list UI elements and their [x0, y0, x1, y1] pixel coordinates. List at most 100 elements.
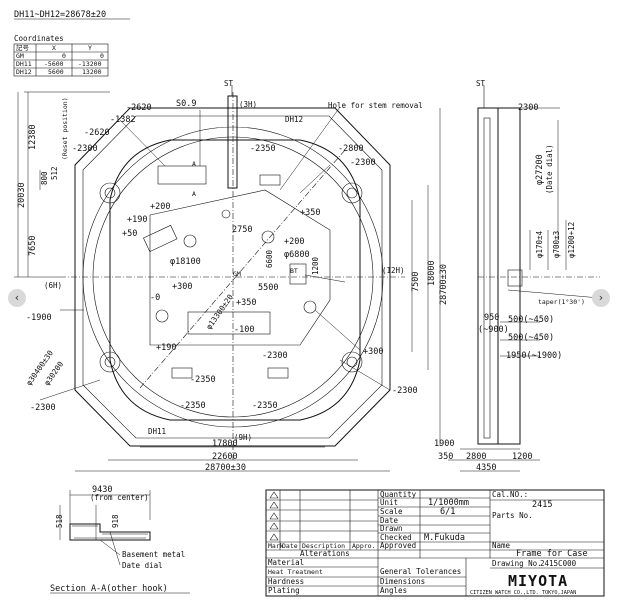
label-title_block-quantity: Quantity — [380, 490, 417, 499]
label-header-coords_rows-1-1: -5600 — [44, 60, 64, 68]
label-dims-s_2300: 2300 — [518, 103, 538, 113]
label-dims-d_5500: 5500 — [258, 283, 278, 293]
label-dims-d_2350b: -2350 — [190, 375, 216, 385]
label-main_labels-reset_pos: (Reset position) — [61, 97, 69, 160]
label-header-coords_cols-0: 記号 — [16, 43, 30, 52]
label-header-coords_rows-1-0: DH11 — [16, 60, 32, 68]
label-dims-d_2300d: -2300 — [392, 386, 418, 396]
left-dimensions — [14, 91, 110, 278]
label-main_labels-a2: A — [192, 190, 196, 198]
label-header-coords_rows-2-1: 5600 — [48, 68, 64, 76]
label-title_block-checked: Checked — [380, 533, 412, 542]
label-dims-d_800: 800 — [40, 171, 49, 185]
label-header-coords_rows-0-0: GM — [16, 52, 24, 60]
label-dims-d_2350c: -2350 — [180, 401, 206, 411]
label-dims-d_350b: +350 — [236, 298, 256, 308]
coordinates-label: Coordinates — [14, 34, 64, 43]
st-label: ST — [224, 79, 234, 88]
nine-h-label: (9H) — [234, 433, 252, 442]
label-main_labels-date_dial: (Date dial) — [545, 144, 554, 194]
label-title_block-drawing_no: Drawing No. — [492, 559, 542, 568]
label-dims-d_28700h: 28700±30 — [205, 463, 246, 473]
label-title_block-checked_val: M.Fukuda — [424, 533, 465, 543]
label-title_block-date: Date — [380, 516, 399, 525]
label-dims-s_950: 950 — [484, 313, 499, 323]
prev-image-button[interactable]: ‹ — [8, 289, 26, 307]
label-dims-d_2350a: -2350 — [250, 144, 276, 154]
label-dims-s_1900: 1900 — [434, 439, 454, 449]
label-dims-d_2800: -2800 — [338, 144, 364, 154]
frame-plan-view — [39, 85, 405, 460]
label-title_block-angles: Angles — [380, 586, 407, 595]
label-section-from_center: (from center) — [90, 493, 149, 502]
label-dims-d_12380: 12380 — [28, 124, 38, 150]
label-title_block-gen_tol: General Tolerances — [380, 567, 461, 576]
label-section-d_918: 918 — [111, 514, 120, 528]
label-dims-s_2800: 2800 — [466, 452, 486, 462]
label-dims-s_900: (~900) — [478, 325, 509, 335]
label-title_block-cal_no: Cal.NO.: — [492, 490, 528, 499]
label-dims-d_6800: φ6800 — [284, 250, 310, 260]
label-dims-d_2300b: -2300 — [350, 158, 376, 168]
section-a-a — [59, 490, 151, 566]
label-title_block-appro: Appro. — [352, 542, 375, 550]
label-dims-s_500a: 500(~450) — [508, 315, 554, 325]
label-dims-d_2300f: -2300 — [30, 403, 56, 413]
label-dims-s_1950: 1950(~1900) — [506, 351, 562, 361]
label-header-coords_rows-0-1: 0 — [62, 52, 66, 60]
label-main_labels-a1: A — [192, 160, 196, 168]
label-title_block-unit: Unit — [380, 498, 398, 507]
label-dims-d_190b: +190 — [156, 343, 176, 353]
bt-label: BT — [290, 267, 298, 275]
label-dims-d_s09: S0.9 — [176, 99, 196, 109]
label-dims-d_2620a: -2620 — [126, 103, 152, 113]
label-dims-d_18000: 18000 — [427, 260, 437, 286]
label-dims-d_22600: 22600 — [212, 452, 238, 462]
brand-logo: MIYOTA — [508, 572, 568, 590]
coordinates-table: 記号 X Y GM 0 0 DH11 -5600 -13200 DH12 560… — [13, 43, 109, 77]
hole-stem-label: Hole for stem removal — [328, 101, 423, 110]
label-main_labels-taper: taper(1°30') — [538, 298, 585, 306]
label-title_block-alterations: Alterations — [300, 549, 350, 558]
label-title_block-approved: Approved — [380, 541, 416, 550]
label-title_block-mark: Mark — [268, 542, 284, 550]
label-title_block-scale: Scale — [380, 507, 403, 516]
label-dims-d_1200: 1200 — [311, 256, 320, 275]
label-dims-d_18100: φ18100 — [170, 257, 201, 267]
label-dims-s_1200b: 1200 — [512, 452, 532, 462]
label-section-d_518: 518 — [55, 514, 64, 528]
label-title_block-name_val: Frame for Case — [516, 549, 588, 559]
label-dims-s_500b: 500(~450) — [508, 333, 554, 343]
label-dims-d_200b: +200 — [284, 237, 304, 247]
right-dimensions — [411, 108, 441, 446]
next-image-button[interactable]: › — [592, 289, 610, 307]
label-title_block-scale_val: 6/1 — [440, 507, 455, 517]
label-dims-d_300b: +300 — [363, 347, 383, 357]
label-dims-d_2300c: -2300 — [262, 351, 288, 361]
label-dims-d_28700v: 28700±30 — [439, 264, 449, 305]
twelve-h-label: (12H) — [382, 266, 405, 275]
gm-label: GM — [233, 270, 241, 278]
label-dims-d_200: +200 — [150, 202, 170, 212]
label-dims-d_6600: 6600 — [265, 249, 274, 268]
label-dims-d_512: 512 — [50, 166, 59, 180]
label-dims-d_190a: +190 — [127, 215, 147, 225]
label-dims-d_2620b: -2620 — [84, 128, 110, 138]
label-dims-s_1200: φ1200+12 — [567, 222, 576, 258]
label-title_block-drawing_val: 2415C000 — [540, 559, 577, 568]
label-dims-d_300a: +300 — [172, 282, 192, 292]
label-dims-s_350: 350 — [438, 452, 453, 462]
label-dims-d_2300a: -2300 — [72, 144, 98, 154]
label-dims-d_2350d: -2350 — [252, 401, 278, 411]
title-block — [265, 489, 605, 597]
label-title_block-plating: Plating — [268, 586, 300, 595]
label-title_block-company: CITIZEN WATCH CO.,LTD. TOKYO,JAPAN — [470, 590, 576, 596]
label-header-coords_rows-2-2: 13200 — [82, 68, 102, 76]
six-h-label: (6H) — [44, 281, 62, 290]
label-title_block-drawn: Drawn — [380, 524, 403, 533]
label-dims-d_100: -100 — [234, 325, 254, 335]
drawing-title: DH11~DH12=28678±20 — [14, 10, 106, 20]
section-title: Section A-A(other hook) — [50, 584, 168, 594]
